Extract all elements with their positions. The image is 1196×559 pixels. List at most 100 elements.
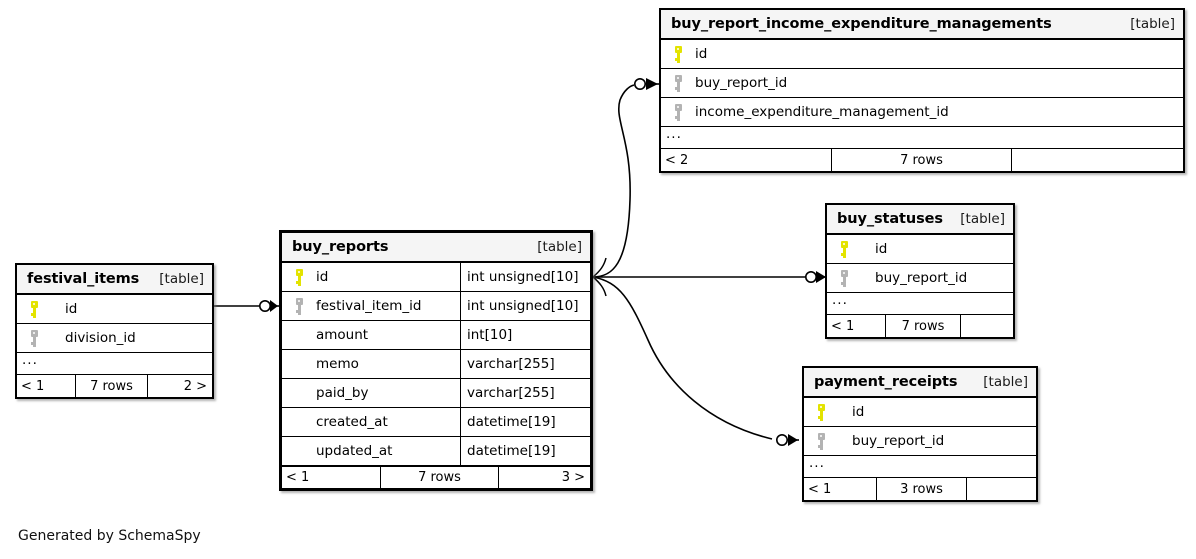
footer-row-count: 3 rows bbox=[876, 478, 966, 500]
column-cell: festival_item_id bbox=[282, 292, 460, 320]
footer-parents-count[interactable]: < 1 bbox=[286, 470, 310, 485]
more-columns-indicator: ... bbox=[661, 126, 1183, 149]
column-cell: memo bbox=[282, 350, 460, 378]
table-row[interactable]: id bbox=[17, 295, 212, 324]
column-name: buy_report_id bbox=[875, 270, 968, 286]
column-cell: division_id bbox=[17, 324, 212, 352]
column-name: id bbox=[875, 241, 888, 257]
table-row[interactable]: income_expenditure_management_id bbox=[661, 98, 1183, 127]
table-row[interactable]: division_id bbox=[17, 324, 212, 353]
table-row[interactable]: festival_item_id int unsigned[10] bbox=[282, 292, 590, 321]
footer-children-count[interactable] bbox=[960, 315, 1013, 337]
table-footer: < 1 3 rows bbox=[804, 478, 1036, 500]
table-header: buy_statuses [table] bbox=[827, 205, 1013, 235]
foreign-key-icon bbox=[669, 74, 687, 92]
connector-buy-reports-buy-statuses bbox=[593, 270, 827, 283]
table-header: festival_items [table] bbox=[17, 265, 212, 295]
table-footer: < 2 7 rows bbox=[661, 149, 1183, 171]
table-kind-tag: [table] bbox=[960, 211, 1005, 227]
footer-children-count[interactable]: 3 > bbox=[498, 467, 590, 488]
footer-parents-count[interactable]: < 1 bbox=[808, 481, 832, 497]
column-type: varchar[255] bbox=[460, 350, 590, 378]
footer-parents-count[interactable]: < 1 bbox=[831, 318, 855, 334]
column-name: paid_by bbox=[316, 385, 369, 401]
column-cell: income_expenditure_management_id bbox=[661, 98, 1183, 126]
table-title: buy_report_income_expenditure_management… bbox=[671, 16, 1052, 32]
connector-festival-items-buy-reports bbox=[214, 299, 279, 312]
more-columns-indicator: ... bbox=[17, 352, 212, 375]
table-row[interactable]: buy_report_id bbox=[661, 69, 1183, 98]
column-type: int[10] bbox=[460, 321, 590, 349]
column-type: datetime[19] bbox=[460, 408, 590, 436]
column-name: updated_at bbox=[316, 443, 393, 459]
table-festival-items[interactable]: festival_items [table] id division_id ..… bbox=[15, 263, 214, 399]
table-kind-tag: [table] bbox=[1130, 16, 1175, 32]
column-cell: id bbox=[804, 398, 1036, 426]
footer-parents-count[interactable]: < 2 bbox=[665, 152, 689, 168]
column-name: amount bbox=[316, 327, 369, 343]
footer-children-count[interactable] bbox=[1011, 149, 1183, 171]
table-title: buy_reports bbox=[292, 239, 389, 255]
table-buy-report-income-expenditure-managements[interactable]: buy_report_income_expenditure_management… bbox=[659, 8, 1185, 173]
table-header: buy_reports [table] bbox=[282, 233, 590, 263]
table-row[interactable]: id bbox=[804, 398, 1036, 427]
footer-parents-count[interactable]: < 1 bbox=[21, 378, 45, 394]
footer-children-count[interactable]: 2 > bbox=[147, 375, 212, 397]
generated-by-credit: Generated by SchemaSpy bbox=[18, 528, 201, 544]
primary-key-icon bbox=[835, 240, 853, 258]
primary-key-icon bbox=[290, 268, 308, 286]
foreign-key-icon bbox=[669, 103, 687, 121]
table-title: payment_receipts bbox=[814, 374, 958, 390]
primary-key-icon bbox=[25, 300, 43, 318]
foreign-key-icon bbox=[812, 432, 830, 450]
connector-buy-reports-income-expenditure bbox=[592, 78, 659, 297]
table-row[interactable]: buy_report_id bbox=[804, 427, 1036, 456]
table-row[interactable]: updated_at datetime[19] bbox=[282, 437, 590, 466]
column-type: int unsigned[10] bbox=[460, 263, 590, 291]
foreign-key-icon bbox=[25, 329, 43, 347]
column-name: id bbox=[65, 301, 78, 317]
column-name: income_expenditure_management_id bbox=[695, 104, 949, 120]
table-footer: < 1 7 rows bbox=[827, 315, 1013, 337]
table-buy-statuses[interactable]: buy_statuses [table] id buy_report_id ..… bbox=[825, 203, 1015, 339]
column-type: varchar[255] bbox=[460, 379, 590, 407]
table-row[interactable]: amount int[10] bbox=[282, 321, 590, 350]
table-header: payment_receipts [table] bbox=[804, 368, 1036, 398]
table-kind-tag: [table] bbox=[159, 271, 204, 287]
footer-row-count: 7 rows bbox=[75, 375, 147, 397]
column-type: datetime[19] bbox=[460, 437, 590, 465]
primary-key-icon bbox=[812, 403, 830, 421]
more-columns-indicator: ... bbox=[804, 455, 1036, 478]
table-kind-tag: [table] bbox=[537, 239, 582, 255]
column-name: division_id bbox=[65, 330, 136, 346]
table-row[interactable]: id int unsigned[10] bbox=[282, 263, 590, 292]
column-cell: buy_report_id bbox=[827, 264, 1013, 292]
connector-buy-reports-payment-receipts bbox=[592, 276, 799, 446]
primary-key-icon bbox=[669, 45, 687, 63]
table-row[interactable]: id bbox=[661, 40, 1183, 69]
table-title: buy_statuses bbox=[837, 211, 943, 227]
column-cell: amount bbox=[282, 321, 460, 349]
table-footer: < 1 7 rows 3 > bbox=[282, 466, 590, 488]
table-row[interactable]: memo varchar[255] bbox=[282, 350, 590, 379]
column-name: buy_report_id bbox=[695, 75, 788, 91]
column-name: buy_report_id bbox=[852, 433, 945, 449]
column-cell: id bbox=[17, 295, 212, 323]
column-name: id bbox=[695, 46, 708, 62]
table-row[interactable]: id bbox=[827, 235, 1013, 264]
column-name: memo bbox=[316, 356, 359, 372]
table-buy-reports[interactable]: buy_reports [table] id int unsigned[10] … bbox=[279, 230, 593, 491]
table-row[interactable]: paid_by varchar[255] bbox=[282, 379, 590, 408]
column-cell: paid_by bbox=[282, 379, 460, 407]
table-row[interactable]: buy_report_id bbox=[827, 264, 1013, 293]
footer-children-count[interactable] bbox=[966, 478, 1036, 500]
more-columns-indicator: ... bbox=[827, 292, 1013, 315]
footer-row-count: 7 rows bbox=[885, 315, 960, 337]
table-row[interactable]: created_at datetime[19] bbox=[282, 408, 590, 437]
column-cell: buy_report_id bbox=[804, 427, 1036, 455]
table-title: festival_items bbox=[27, 271, 140, 287]
table-payment-receipts[interactable]: payment_receipts [table] id buy_report_i… bbox=[802, 366, 1038, 502]
column-name: created_at bbox=[316, 414, 388, 430]
column-name: festival_item_id bbox=[316, 298, 422, 314]
